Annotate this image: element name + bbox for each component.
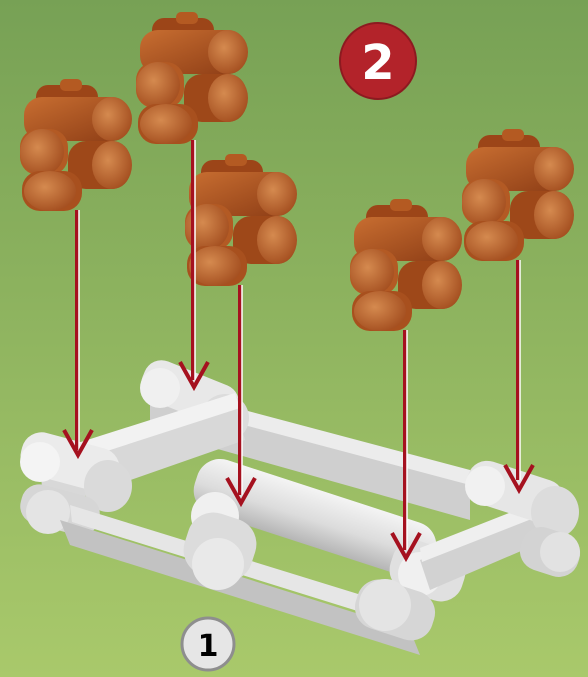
step-1-number: 1 <box>198 629 219 664</box>
step-1-badge: 1 <box>182 618 234 670</box>
step-2-number: 2 <box>361 35 394 91</box>
step-2-badge: 2 <box>334 17 422 105</box>
